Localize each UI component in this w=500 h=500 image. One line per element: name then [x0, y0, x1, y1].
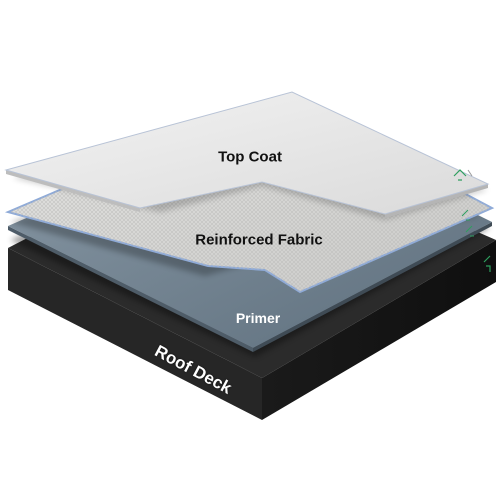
- deck-logo-icon: [483, 255, 491, 272]
- roof-deck-front-face: [8, 248, 262, 420]
- fabric-logo-icon: [461, 209, 470, 221]
- primer-logo-icon: [465, 225, 474, 237]
- top-coat-label: Top Coat: [218, 148, 282, 166]
- primer-edge-right: [253, 222, 492, 352]
- roof-deck-side-face: [262, 240, 496, 420]
- top-coat-edge-right: [385, 184, 488, 218]
- top-coat-layer: [4, 91, 490, 220]
- top-coat-surface: [4, 91, 490, 215]
- reinforced-fabric-label: Reinforced Fabric: [195, 231, 323, 249]
- top-coat-edge: [6, 170, 140, 212]
- primer-label: Primer: [235, 310, 281, 326]
- top-coat-logo-icon: [453, 169, 473, 181]
- primer-edge: [8, 226, 253, 352]
